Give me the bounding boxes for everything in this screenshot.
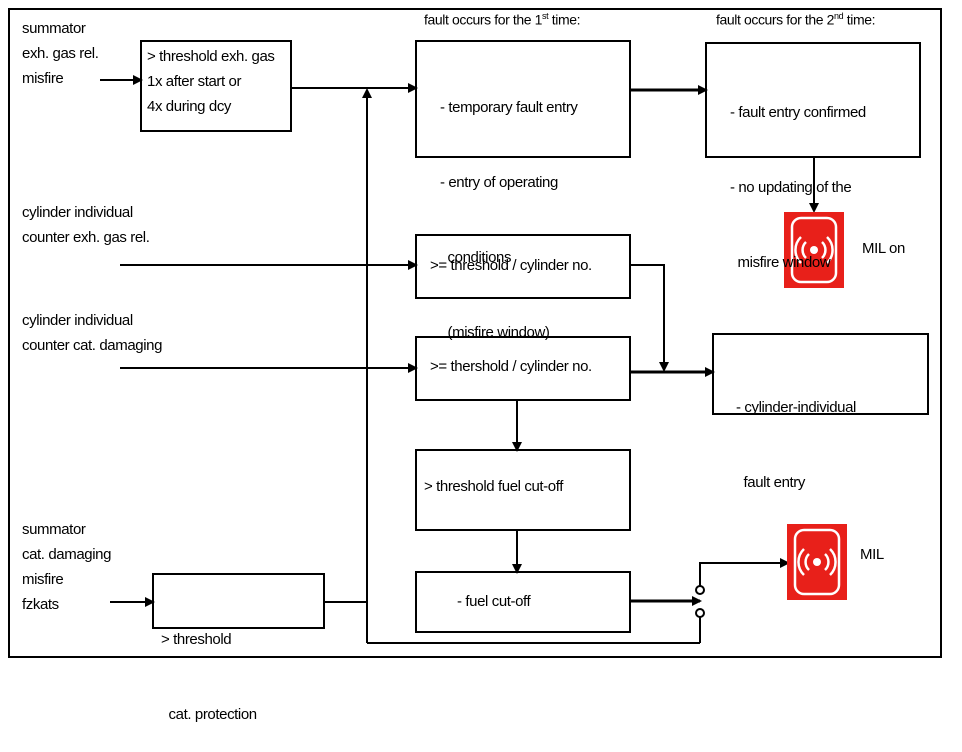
header-first-time: fault occurs for the 1st time: — [424, 11, 581, 28]
header-second-time: fault occurs for the 2nd time: — [716, 11, 876, 28]
input-summator-exh: summator exh. gas rel. misfire — [22, 20, 99, 87]
text-cylinder-fault-entry: - cylinder-individual fault entry — [736, 399, 856, 491]
text-temporary-fault: - temporary fault entry - entry of opera… — [440, 99, 578, 341]
text-ge-threshold-cylinder: >= threshold / cylinder no. — [430, 257, 592, 274]
switch-contact-lower — [695, 608, 705, 618]
text-threshold-exh: > threshold exh. gas 1x after start or 4… — [147, 48, 275, 115]
text-threshold-cat: > threshold cat. protection — [161, 631, 257, 723]
box-fuel-cutoff — [415, 571, 631, 633]
text-threshold-fuel: > threshold fuel cut-off — [424, 478, 563, 495]
box-fault-confirmed — [705, 42, 921, 158]
switch-contact-upper — [695, 585, 705, 595]
box-threshold-cat — [152, 573, 325, 629]
mil-lamp-upper-icon — [784, 212, 844, 288]
text-fuel-cutoff: - fuel cut-off — [457, 593, 531, 610]
text-fault-confirmed: - fault entry confirmed - no updating of… — [730, 104, 866, 271]
connectors — [100, 75, 819, 644]
box-temporary-fault — [415, 40, 631, 158]
mil-lamp-lower-icon — [787, 524, 847, 600]
line-ge-threshold-out — [630, 264, 669, 372]
diagram-canvas — [8, 8, 942, 658]
outer-frame — [8, 8, 942, 658]
arrow-to-mil-lower — [699, 558, 790, 588]
text-ge-thershold-cylinder: >= thershold / cylinder no. — [430, 358, 592, 375]
input-cylinder-cat: cylinder individual counter cat. damagin… — [22, 312, 163, 354]
input-summator-cat: summator cat. damaging misfire fzkats — [22, 521, 112, 613]
box-threshold-exh — [140, 40, 292, 132]
mil-lower-label: MIL — [860, 546, 884, 563]
input-cylinder-exh: cylinder individual counter exh. gas rel… — [22, 204, 150, 246]
box-threshold-fuel — [415, 449, 631, 531]
mil-upper-label: MIL on — [862, 240, 905, 257]
